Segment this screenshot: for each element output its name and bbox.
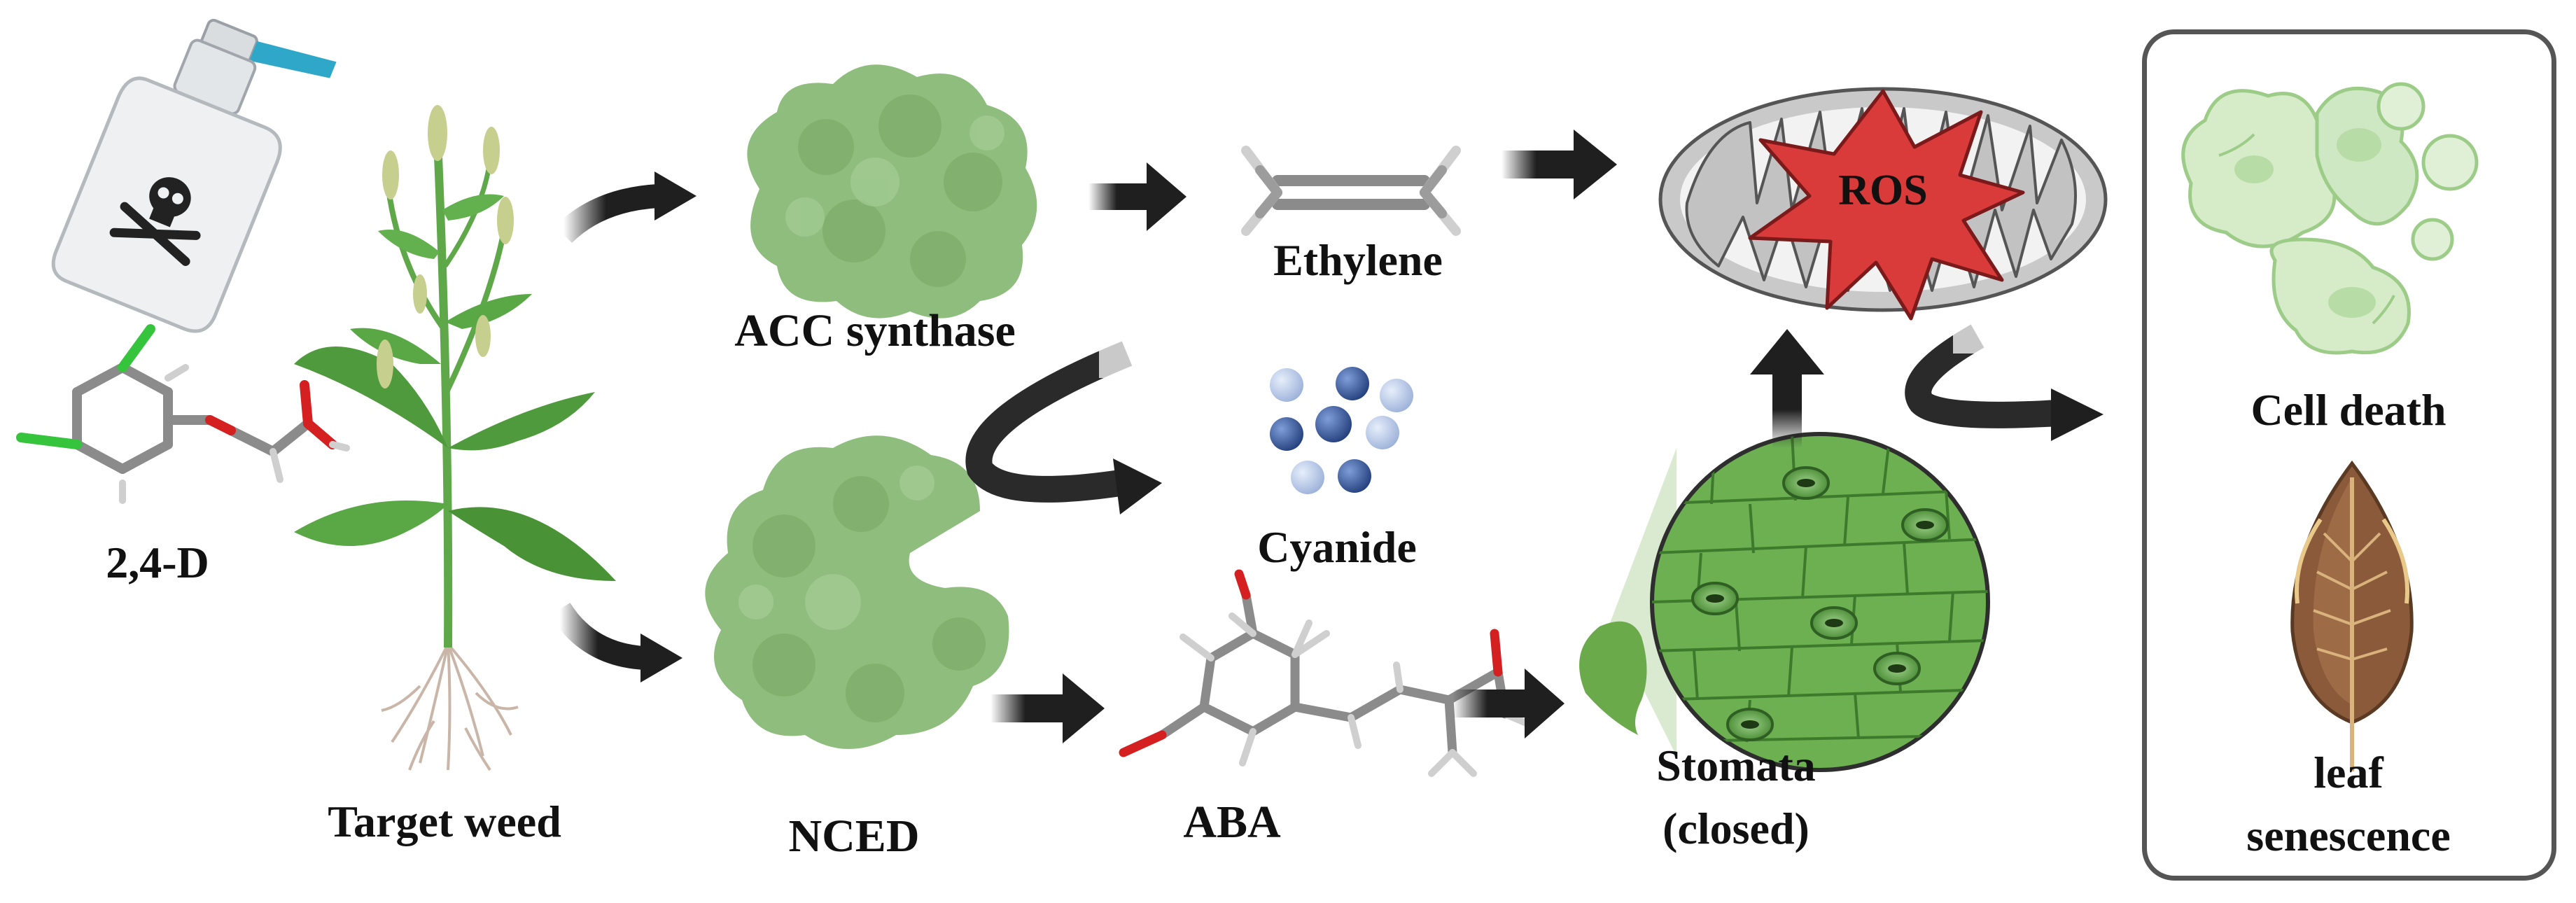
label-ethylene: Ethylene [1273,235,1443,285]
label-acc-synthase: ACC synthase [734,305,1016,356]
arrow-ethylene-to-ros [1502,150,1578,178]
ethylene-molecule-icon [1241,146,1461,236]
label-cyanide: Cyanide [1257,522,1417,572]
label-cell-death: Cell death [2250,385,2446,435]
arrow-acc-to-ethylene-head [1147,162,1186,231]
arrow-nced-to-aba [990,694,1068,722]
enzyme-acc-icon [747,64,1037,318]
arrow-stomata-to-ros-head [1750,329,1824,374]
skull-icon [109,177,201,266]
arrow-acc-to-cyanide-head [1113,458,1162,514]
spray-bottle-icon [51,18,337,333]
aba-molecule-icon [1119,569,1533,777]
enzyme-nced-icon [705,435,1009,749]
arrow-ethylene-to-ros-head [1574,130,1617,200]
label-leaf: leaf [2314,748,2384,797]
molecule-24d-icon [16,324,350,504]
arrow-stomata-to-ros [1772,371,1802,448]
arrow-weed-to-acc-head [654,172,696,220]
arrow-aba-to-stomata-head [1525,668,1564,738]
label-aba: ABA [1183,797,1281,848]
label-target-weed: Target weed [328,797,561,846]
arrow-acc-to-cyanide [965,341,1133,503]
cyanide-particles-icon [1270,367,1413,494]
weed-plant-icon [294,105,616,771]
label-senescence: senescence [2246,811,2451,860]
arrow-ros-to-celldeath-head [2051,388,2104,441]
stomata-leaf-icon [1579,432,1990,772]
senescent-leaf-icon [2290,460,2414,771]
arrow-aba-to-stomata [1452,690,1530,718]
arrow-weed-to-acc [554,184,659,244]
label-stomata-closed: (closed) [1662,804,1809,853]
outcome-icons [2181,82,2479,771]
arrow-weed-to-nced-head [640,634,682,682]
arrow-weed-to-nced [550,602,645,670]
dead-cells-icon [2181,82,2479,355]
label-24d: 2,4-D [106,538,209,587]
arrow-nced-to-aba-head [1063,673,1105,743]
ros-star-icon [1748,89,2025,321]
label-ros: ROS [1838,167,1928,214]
label-nced: NCED [788,811,920,862]
arrow-ros-to-celldeath [1905,324,2059,428]
arrows [550,130,2104,743]
label-stomata: Stomata [1656,741,1816,790]
arrow-acc-to-ethylene [1088,183,1152,210]
